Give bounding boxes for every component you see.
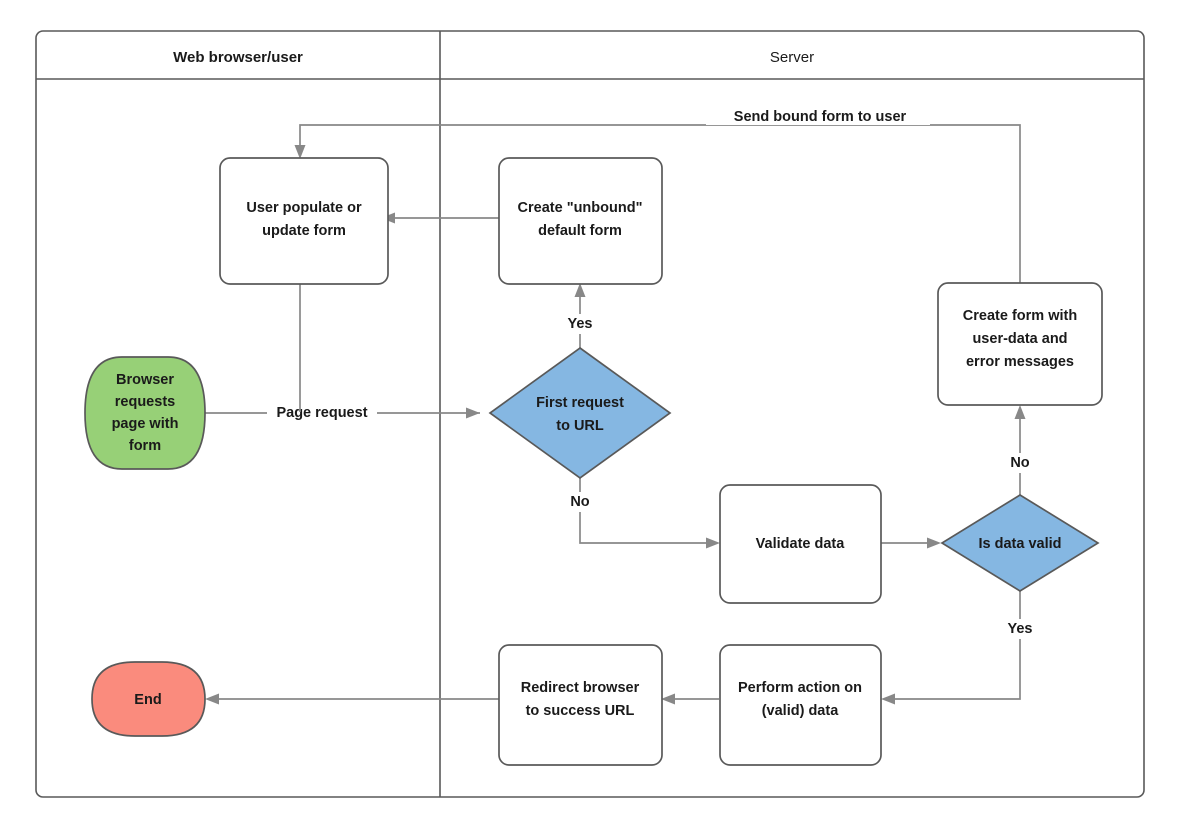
node-end-label: End — [134, 692, 161, 708]
node-browser-requests-page-label-line4: form — [129, 438, 161, 454]
node-validate-data[interactable]: Validate data — [719, 484, 882, 604]
node-redirect-browser-label-line2: to success URL — [526, 703, 635, 719]
edge-send-bound-form-line — [299, 124, 1021, 283]
node-is-data-valid-shape[interactable] — [940, 494, 1100, 592]
edge-page-request-label: Page request — [276, 405, 367, 421]
edge-valid-no-label: No — [1010, 455, 1029, 471]
edge-send-bound-form: Send bound form to user — [294, 105, 1021, 283]
edge-first-request-no-arrowhead — [706, 537, 720, 549]
node-create-form-with-errors-label-line2: user-data and — [972, 331, 1067, 347]
node-create-unbound-form-shape[interactable] — [498, 157, 663, 285]
edge-valid-yes-arrowhead — [881, 693, 895, 705]
edge-first-request-yes: Yes — [558, 283, 602, 348]
node-first-request-to-url[interactable]: First request to URL — [488, 346, 672, 480]
node-perform-action-label-line1: Perform action on — [738, 680, 862, 696]
node-redirect-browser-shape[interactable] — [498, 644, 663, 766]
node-redirect-browser-label-line1: Redirect browser — [521, 680, 640, 696]
node-perform-action-shape[interactable] — [719, 644, 882, 766]
edge-validate-to-valid — [881, 537, 941, 549]
node-browser-requests-page-label-line2: requests — [115, 394, 175, 410]
node-create-form-with-errors[interactable]: Create form with user-data and error mes… — [937, 282, 1103, 406]
edge-perform-to-redirect — [661, 693, 719, 705]
edge-page-request-arrowhead — [466, 407, 480, 419]
edge-validate-to-valid-arrowhead — [927, 537, 941, 549]
node-user-populate-form[interactable]: User populate or update form — [219, 157, 389, 285]
node-user-populate-form-label-line1: User populate or — [246, 200, 362, 216]
node-first-request-to-url-label-line2: to URL — [556, 418, 604, 434]
node-perform-action-label-line2: (valid) data — [762, 703, 839, 719]
node-validate-data-shape[interactable] — [719, 484, 882, 604]
node-create-form-with-errors-label-line1: Create form with — [963, 308, 1077, 324]
edge-valid-yes-label-bg — [996, 619, 1044, 639]
edge-send-bound-form-label: Send bound form to user — [734, 109, 907, 125]
node-is-data-valid[interactable]: Is data valid — [940, 494, 1100, 592]
edge-valid-no-arrowhead — [1014, 405, 1026, 419]
edge-first-request-no: No — [558, 478, 720, 549]
edge-redirect-to-end-arrowhead — [205, 693, 219, 705]
node-create-form-with-errors-shape[interactable] — [937, 282, 1103, 406]
node-first-request-to-url-shape[interactable] — [488, 346, 672, 480]
node-create-unbound-form-label-line1: Create "unbound" — [518, 200, 643, 216]
lane-title-server: Server — [770, 49, 814, 66]
node-first-request-to-url-label-line1: First request — [536, 395, 624, 411]
node-perform-action[interactable]: Perform action on (valid) data — [719, 644, 882, 766]
node-browser-requests-page-shape[interactable] — [84, 356, 206, 470]
edge-first-request-yes-label-bg — [558, 314, 602, 334]
edge-page-request-label-bg — [267, 403, 377, 423]
edge-send-bound-form-arrowhead — [294, 145, 306, 159]
node-redirect-browser[interactable]: Redirect browser to success URL — [498, 644, 663, 766]
node-is-data-valid-label-line1: Is data valid — [978, 536, 1061, 552]
node-end[interactable]: End — [91, 661, 206, 737]
edge-first-request-no-label-bg — [558, 492, 602, 512]
edge-valid-no: No — [998, 405, 1042, 495]
edge-first-request-yes-arrowhead — [574, 283, 586, 297]
edge-layer: Page request Yes No — [205, 105, 1044, 705]
node-end-shape[interactable] — [91, 661, 206, 737]
node-create-unbound-form[interactable]: Create "unbound" default form — [498, 157, 663, 285]
node-create-unbound-form-label-line2: default form — [538, 223, 622, 239]
lane-title-web-browser-user: Web browser/user — [173, 49, 303, 66]
edge-first-request-no-label: No — [570, 494, 589, 510]
edge-valid-yes-label: Yes — [1008, 621, 1033, 637]
node-browser-requests-page-label-line3: page with — [112, 416, 179, 432]
node-validate-data-label-line1: Validate data — [756, 536, 846, 552]
edge-redirect-to-end — [205, 693, 499, 705]
node-user-populate-form-label-line2: update form — [262, 223, 346, 239]
node-browser-requests-page[interactable]: Browser requests page with form — [84, 356, 206, 470]
node-user-populate-form-shape[interactable] — [219, 157, 389, 285]
node-create-form-with-errors-label-line3: error messages — [966, 354, 1074, 370]
node-browser-requests-page-label-line1: Browser — [116, 372, 174, 388]
edge-first-request-yes-label: Yes — [568, 316, 593, 332]
edge-valid-no-label-bg — [998, 453, 1042, 473]
edge-valid-yes: Yes — [881, 591, 1044, 705]
node-layer: User populate or update form Create "unb… — [84, 157, 1103, 766]
edge-perform-to-redirect-arrowhead — [661, 693, 675, 705]
edge-send-bound-form-label-bg — [706, 105, 930, 125]
